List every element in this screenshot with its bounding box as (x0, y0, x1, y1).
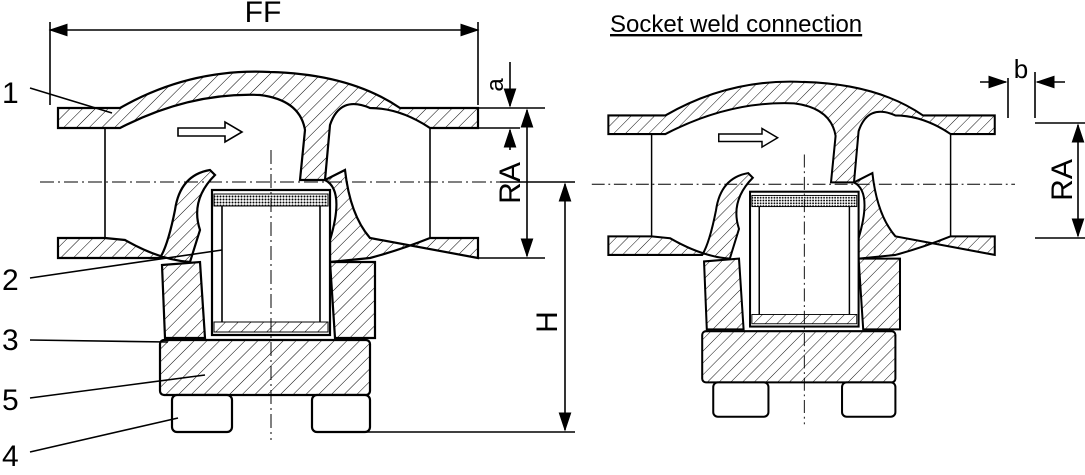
b-label: b (1014, 54, 1028, 84)
strainer-socket-weld-view (590, 80, 1017, 426)
h-label: H (531, 311, 564, 333)
part-label-2: 2 (2, 264, 19, 297)
part-label-1: 1 (2, 77, 19, 110)
ra-right-label: RA (1046, 159, 1079, 201)
part-label-3: 3 (2, 324, 19, 357)
strainer-butt-weld-view (38, 70, 502, 442)
socket-weld-title: Socket weld connection (610, 11, 862, 38)
part-label-5: 5 (2, 384, 19, 417)
ff-label: FF (245, 0, 282, 29)
a-label: a (482, 78, 509, 92)
part-label-4: 4 (2, 440, 19, 473)
ra-left-label: RA (494, 162, 527, 204)
